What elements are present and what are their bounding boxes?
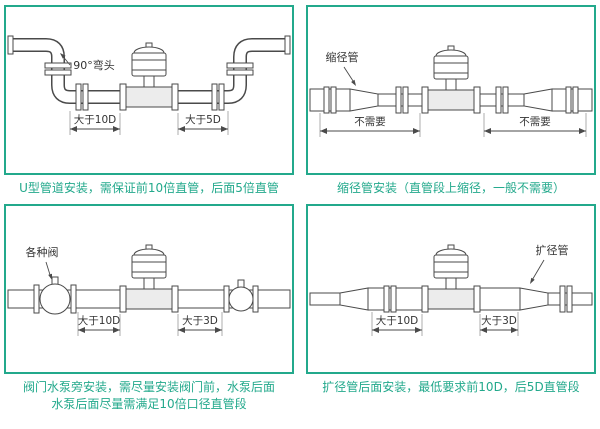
dim-label-downstream: 大于3D [481,314,517,327]
caption-reducer: 缩径管安装（直管段上缩径，一般不需要） [306,175,596,198]
diagram-reducer-pipe: 缩径管 不需要 不需要 [309,45,593,137]
dimension-downstream: 大于3D [177,311,223,336]
caption-valve-pump: 阀门水泵旁安装，需尽量安装阀门前，水泵后面 水泵后面尽量需满足10倍口径直管段 [4,374,294,414]
callout-label: 各种阀 [26,245,59,259]
dim-label-upstream: 大于10D [78,314,120,327]
section-valve-pump: 各种阀 大于10D 大于 [4,203,294,414]
callout-90-elbow: 90°弯头 [60,53,115,72]
installation-diagram-grid: 90°弯头 大于10D [4,5,596,414]
flowmeter [119,244,179,313]
callout-label: 90°弯头 [73,58,115,72]
dimension-downstream: 大于3D [479,311,519,336]
dimension-upstream: 大于10D [77,311,121,336]
caption-line: 扩径管后面安装，最低要求前10D，后5D直管段 [322,379,580,394]
pipe-flanges [7,35,291,111]
section-u-type: 90°弯头 大于10D [4,5,294,198]
flowmeter [421,45,481,114]
valve-left [33,276,77,315]
diagram-expander-pipe: 扩径管 大于10D 大于 [309,243,593,336]
dimension-upstream: 大于10D [371,311,423,336]
callout-label: 缩径管 [326,50,359,64]
panel-reducer: 缩径管 不需要 不需要 [306,5,596,175]
panel-expander: 扩径管 大于10D 大于 [306,203,596,374]
caption-expander: 扩径管后面安装，最低要求前10D，后5D直管段 [306,374,596,397]
pipe-reducer [309,88,593,112]
callout-valves: 各种阀 [26,245,59,280]
valve-right [223,279,259,313]
diagram-valve-pipe: 各种阀 大于10D 大于 [7,244,291,336]
dim-label-upstream: 大于10D [376,314,418,327]
dimension-downstream: 大于5D [177,111,229,135]
panel-valve-pump: 各种阀 大于10D 大于 [4,203,294,374]
flowmeter [119,42,179,111]
dimension-upstream: 不需要 [319,113,421,137]
dimension-upstream: 大于10D [69,111,121,135]
dim-label-downstream: 不需要 [519,116,551,128]
section-reducer: 缩径管 不需要 不需要 [306,5,596,198]
dimension-downstream: 不需要 [483,113,587,137]
caption-line: 水泵后面尽量需满足10倍口径直管段 [51,396,247,411]
caption-u-type: U型管道安装，需保证前10倍直管，后面5倍直管 [4,175,294,198]
flowmeter [421,244,481,313]
dim-label-downstream: 大于5D [185,113,221,126]
callout-label: 扩径管 [536,243,569,257]
dim-label-upstream: 大于10D [74,113,116,126]
caption-line: 缩径管安装（直管段上缩径，一般不需要） [336,181,565,195]
caption-line: U型管道安装，需保证前10倍直管，后面5倍直管 [19,181,279,195]
dim-label-downstream: 大于3D [182,314,218,327]
caption-line: 阀门水泵旁安装，需尽量安装阀门前，水泵后面 [22,379,275,394]
diagram-u-type-pipe: 90°弯头 大于10D [7,35,291,135]
panel-u-type: 90°弯头 大于10D [4,5,294,175]
callout-reducer: 缩径管 [326,50,359,86]
section-expander: 扩径管 大于10D 大于 [306,203,596,414]
callout-expander: 扩径管 [530,243,569,284]
dim-label-upstream: 不需要 [354,116,386,128]
